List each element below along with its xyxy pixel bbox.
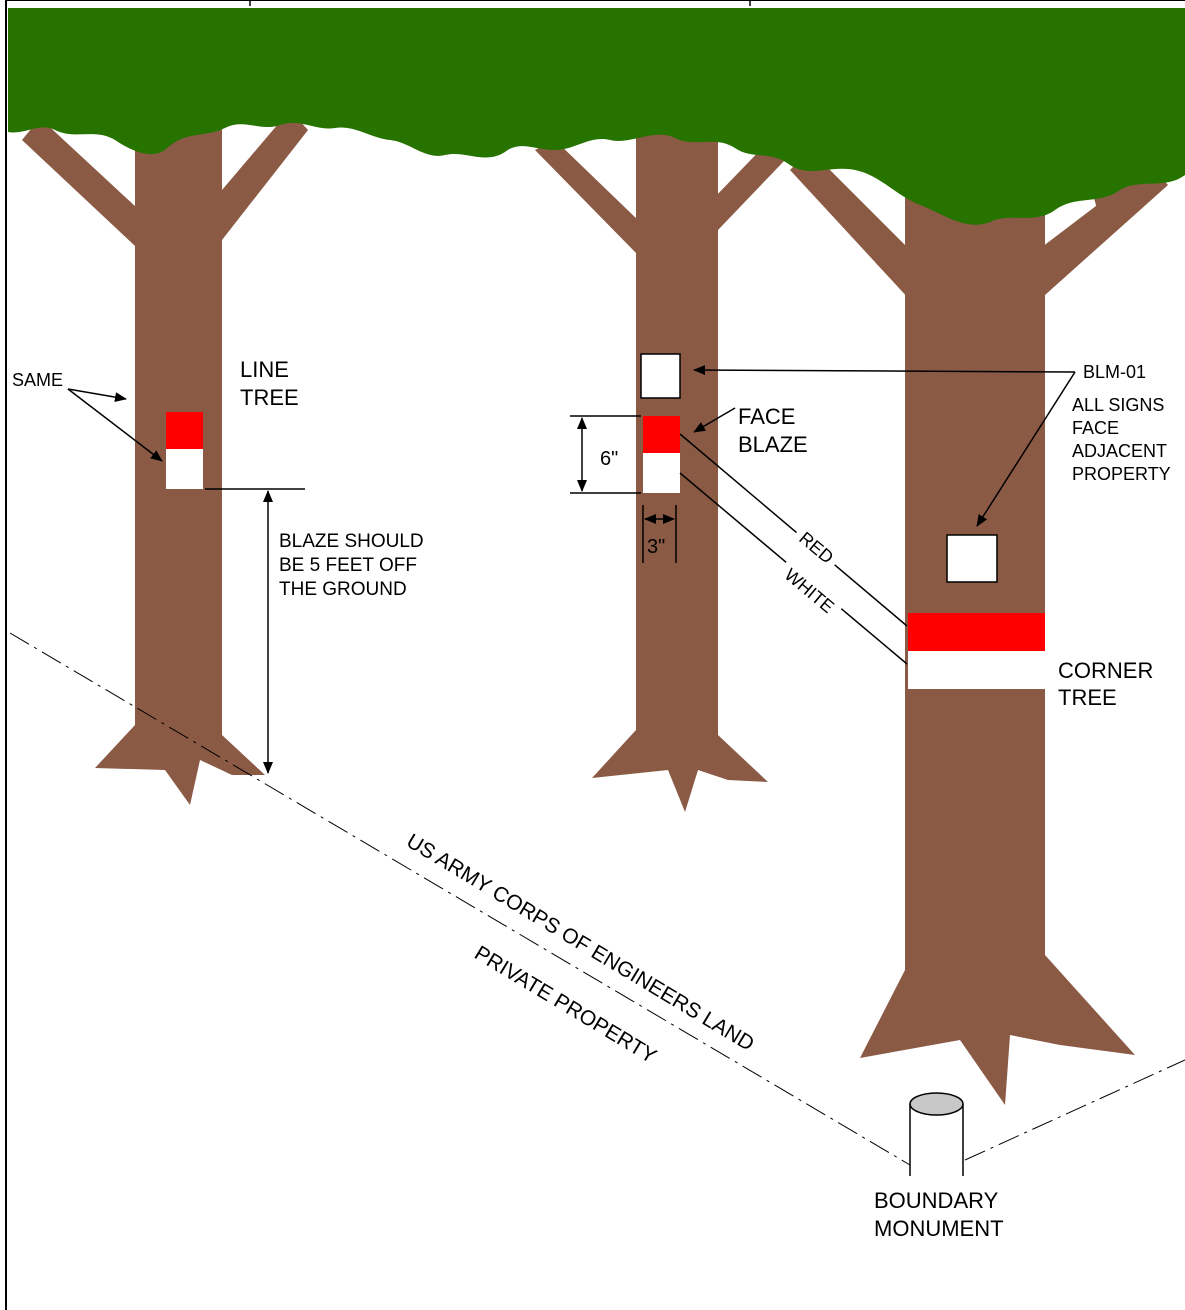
same-arrow-1 — [67, 388, 127, 403]
boundary-line-main — [9, 632, 911, 1166]
line-tree-blaze-white — [166, 449, 203, 489]
dim-height-label: 6" — [600, 448, 618, 470]
white-label-backing — [774, 557, 846, 623]
dim-width-label: 3" — [647, 536, 665, 558]
corner-tree-label-2: TREE — [1058, 685, 1117, 710]
corner-tree-band-red — [908, 613, 1045, 651]
face-blaze-tree-branch-right — [712, 140, 785, 230]
face-blaze-label-1: FACE — [738, 404, 795, 429]
line-tree-blaze-red — [166, 412, 203, 449]
monument-top — [909, 1092, 964, 1116]
boundary-line-right — [964, 1059, 1185, 1161]
signs-note-4: PROPERTY — [1072, 464, 1171, 484]
red-leader — [679, 433, 908, 627]
corner-tree-sign — [946, 534, 998, 583]
same-label: SAME — [12, 370, 63, 390]
corner-tree-branch-left — [790, 150, 910, 300]
face-blaze-white — [643, 453, 680, 493]
sign-leader-corner-tree — [976, 371, 1076, 527]
blaze-height-note-3: THE GROUND — [279, 579, 407, 600]
signs-note-1: ALL SIGNS — [1072, 395, 1164, 415]
blaze-height-note-2: BE 5 FEET OFF — [279, 555, 417, 576]
corner-tree-branch-right — [1038, 165, 1168, 295]
line-tree-label-2: TREE — [240, 385, 299, 410]
face-blaze-label-2: BLAZE — [738, 432, 808, 457]
same-arrow-2 — [67, 388, 163, 462]
red-label-backing — [790, 521, 844, 573]
line-tree-branch-left — [22, 118, 150, 260]
boundary-monument-label-2: MONUMENT — [874, 1216, 1004, 1241]
boundary-monument-label-1: BOUNDARY — [874, 1188, 999, 1213]
face-blaze-tree-branch-left — [535, 140, 638, 255]
signs-note-3: ADJACENT — [1072, 441, 1167, 461]
corner-tree-band-white — [908, 651, 1045, 689]
face-blaze-red — [643, 416, 680, 453]
boundary-monument — [909, 1092, 964, 1176]
sign-leader-face-tree — [693, 365, 1076, 376]
line-tree-branch-right — [205, 110, 308, 240]
blaze-height-note-1: BLAZE SHOULD — [279, 531, 424, 552]
signs-note-2: FACE — [1072, 418, 1119, 438]
face-blaze-arrow — [693, 407, 736, 433]
sign-code-label: BLM-01 — [1083, 362, 1146, 382]
face-blaze-tree-sign — [640, 353, 681, 399]
tree-canopy — [8, 8, 1185, 225]
line-tree-label-1: LINE — [240, 357, 289, 382]
corner-tree-label-1: CORNER — [1058, 658, 1153, 683]
